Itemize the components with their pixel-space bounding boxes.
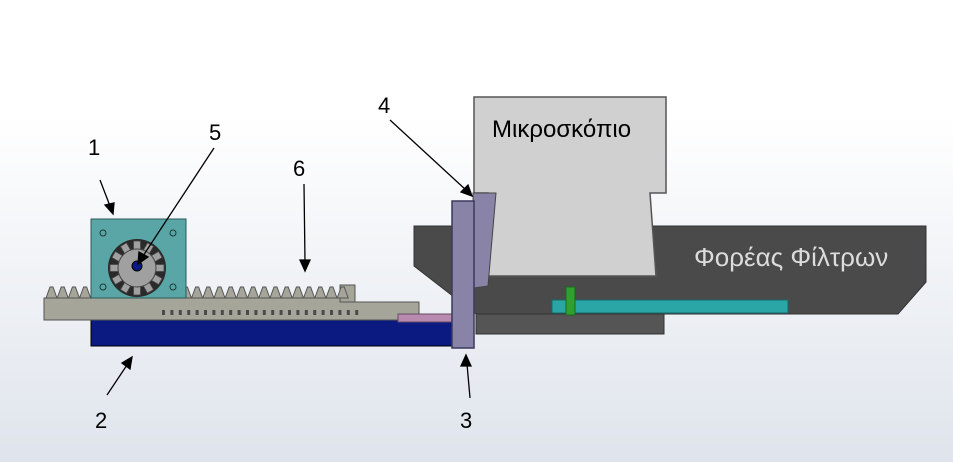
rack-hole: [330, 310, 333, 315]
rack-hole: [170, 310, 174, 315]
base-plate: [90, 319, 456, 347]
callout-arrow-3: [466, 363, 471, 399]
arrowhead-icon: [103, 202, 115, 216]
arrowhead-icon: [298, 259, 312, 273]
arrowhead-icon: [137, 250, 150, 266]
rack-hole: [187, 310, 191, 315]
pinion-gear: [108, 239, 166, 297]
rack-hole: [321, 310, 325, 315]
arrowhead-icon: [120, 355, 133, 371]
microscope-label: Μικροσκόπιο: [492, 116, 631, 143]
rack-tooth: [314, 286, 327, 299]
callout-label-3: 3: [460, 408, 472, 433]
vertical-plate: [451, 200, 475, 349]
callout-label-4: 4: [378, 93, 390, 118]
rack-tooth: [336, 286, 349, 299]
callout-arrow-5: [142, 147, 215, 257]
rack-tooth: [190, 286, 204, 299]
rack-hole: [279, 310, 283, 315]
rack-hole: [338, 310, 342, 315]
slide-bar: [551, 299, 789, 314]
rack-hole: [346, 310, 350, 315]
rack-tooth: [246, 286, 260, 299]
rack-hole: [288, 310, 291, 315]
rack-hole: [204, 310, 207, 315]
rack-tooth: [78, 286, 92, 299]
rack-hole: [178, 310, 182, 315]
rack-hole: [246, 310, 249, 315]
rack-tooth: [235, 286, 249, 299]
rack-hole: [355, 310, 359, 315]
rack-tooth: [56, 286, 69, 299]
motor-screw-hole: [169, 229, 177, 237]
callout-arrows: [99, 119, 474, 399]
rack-tooth: [67, 286, 81, 299]
rack-tooth: [202, 286, 215, 299]
arrowhead-icon: [459, 353, 473, 367]
rack-tooth: [258, 286, 271, 299]
callout-label-1: 1: [88, 135, 100, 160]
arrowhead-icon: [459, 183, 474, 198]
filter-holder-lower: [475, 313, 665, 335]
rack-hole: [237, 310, 241, 315]
rack-tooth: [302, 286, 316, 299]
rack-hole: [162, 310, 165, 315]
rack-hole: [229, 310, 233, 315]
rack-hole: [212, 310, 216, 315]
motor-screw-hole: [99, 229, 107, 237]
rack-hole: [304, 310, 308, 315]
callout-label-2: 2: [95, 408, 107, 433]
rack-tooth: [291, 286, 305, 299]
callout-arrow-2: [106, 364, 128, 396]
rack-hole: [262, 310, 266, 315]
rack-tooth: [45, 286, 58, 299]
rack-tooth: [213, 286, 226, 299]
callout-label-5: 5: [209, 120, 221, 145]
callout-arrow-1: [99, 179, 111, 207]
rack-hole: [220, 310, 224, 315]
callout-arrow-4: [389, 119, 467, 191]
connector-strip: [397, 313, 455, 323]
rack-hole: [296, 310, 300, 315]
rack-holes: [162, 310, 359, 315]
rack-tooth: [224, 286, 237, 299]
rack-tooth: [269, 286, 282, 299]
rack-hole: [313, 310, 317, 315]
callout-arrow-6: [303, 183, 306, 263]
callout-label-6: 6: [293, 156, 305, 181]
rack-hole: [271, 310, 275, 315]
rack-tooth: [280, 286, 293, 299]
motor-screw-hole: [169, 283, 177, 291]
rack-hole: [195, 310, 199, 315]
rack-tooth: [325, 286, 338, 299]
motor-screw-hole: [99, 283, 107, 291]
rack-hole: [254, 310, 258, 315]
green-pin: [565, 286, 576, 316]
filter-holder-label: Φορέας Φίλτρων: [694, 242, 888, 272]
